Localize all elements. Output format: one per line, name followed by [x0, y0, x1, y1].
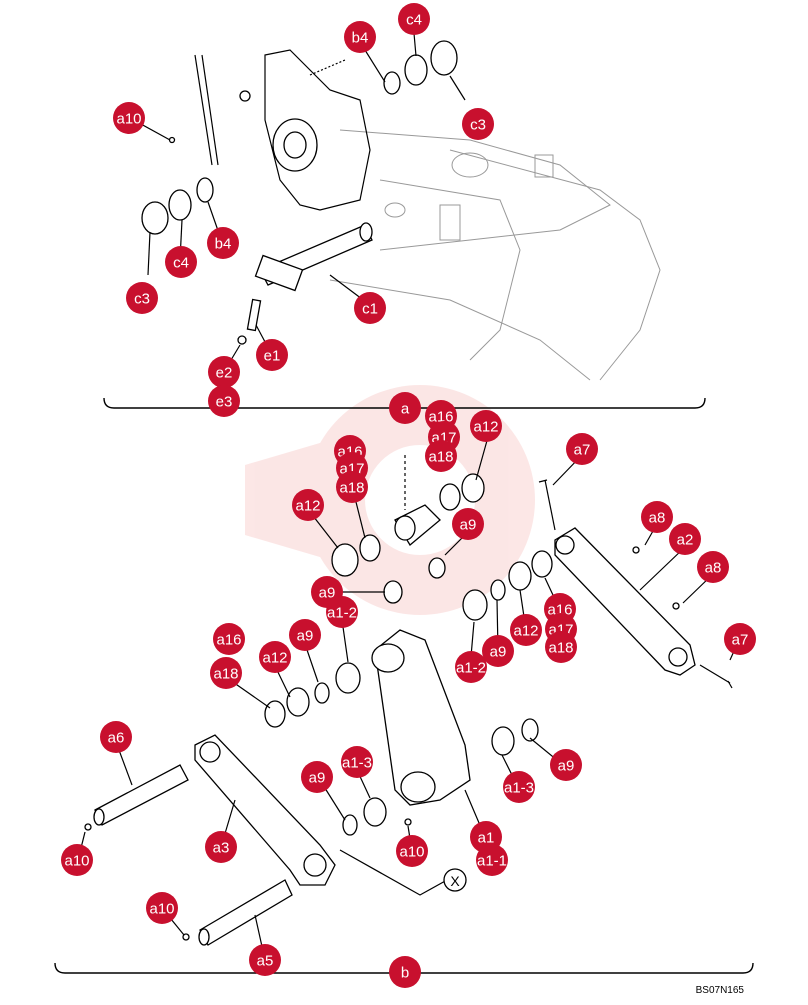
- callout-label: a1-1: [477, 853, 507, 870]
- callout-upper-b4: b4: [207, 227, 239, 259]
- callout-lower-a10: a10: [61, 844, 93, 876]
- callout-upper-c3: c3: [126, 282, 158, 314]
- callout-lower-a12: a12: [259, 641, 291, 673]
- callout-label: a9: [309, 770, 326, 787]
- callout-label: a1-2: [456, 660, 486, 677]
- callout-lower-a2: a2: [669, 523, 701, 555]
- callout-upper-c4: c4: [165, 246, 197, 278]
- callout-label: c3: [134, 291, 150, 308]
- callout-lower-a1-2: a1-2: [326, 596, 358, 628]
- callout-lower-a10: a10: [396, 835, 428, 867]
- callout-upper-e2: e2: [208, 356, 240, 388]
- callout-label: a18: [428, 449, 453, 466]
- callout-label: c3: [470, 117, 486, 134]
- callout-label: a1-3: [504, 780, 534, 797]
- callout-label: a12: [262, 650, 287, 667]
- callout-label: a10: [64, 853, 89, 870]
- callout-lower-a1-3: a1-3: [341, 746, 373, 778]
- callout-lower-a9: a9: [550, 749, 582, 781]
- callout-label: a10: [149, 901, 174, 918]
- callout-lower-a9: a9: [452, 508, 484, 540]
- callout-lower-a6: a6: [100, 721, 132, 753]
- callout-lower-a10: a10: [146, 892, 178, 924]
- callout-lower-a9: a9: [301, 761, 333, 793]
- callout-label: c4: [406, 12, 422, 29]
- callout-label: a9: [319, 585, 336, 602]
- callout-label: a2: [677, 532, 694, 549]
- callout-label: a10: [116, 111, 141, 128]
- lower-assembly-drawing: [77, 436, 740, 961]
- svg-text:X: X: [450, 873, 460, 889]
- callout-label: a9: [490, 644, 507, 661]
- callout-lower-a7: a7: [724, 623, 756, 655]
- svg-text:a: a: [401, 401, 410, 418]
- callout-lower-a1-1: a1-1: [476, 844, 508, 876]
- callout-label: a1-3: [342, 755, 372, 772]
- callout-label: a12: [473, 419, 498, 436]
- callout-upper-c4: c4: [398, 3, 430, 35]
- callout-label: e3: [216, 394, 233, 411]
- callout-layer: b4c4c3a10c4b4c3c1e1e2e3a16a17a12a7a16a17…: [61, 3, 756, 988]
- callout-lower-a5: a5: [249, 944, 281, 976]
- callout-label: b4: [352, 30, 369, 47]
- callout-label: c1: [362, 301, 378, 318]
- callout-label: a18: [548, 640, 573, 657]
- callout-lower-a16: a16: [213, 623, 245, 655]
- callout-lower-a18: a18: [545, 631, 577, 663]
- figure-code: BS07N165: [695, 985, 744, 996]
- section-label-b: b: [389, 956, 421, 988]
- callout-upper-c1: c1: [354, 292, 386, 324]
- callout-lower-a12: a12: [292, 489, 324, 521]
- callout-label: a8: [649, 510, 666, 527]
- callout-lower-a12: a12: [470, 410, 502, 442]
- callout-label: a18: [213, 666, 238, 683]
- svg-text:b: b: [401, 965, 409, 982]
- callout-label: a8: [705, 560, 722, 577]
- callout-lower-a18: a18: [210, 657, 242, 689]
- callout-upper-a10: a10: [113, 102, 145, 134]
- callout-label: e1: [264, 348, 281, 365]
- callout-lower-a18: a18: [336, 471, 368, 503]
- callout-label: a7: [574, 442, 591, 459]
- callout-label: a12: [513, 623, 538, 640]
- callout-lower-a1-2: a1-2: [455, 651, 487, 683]
- callout-label: a16: [216, 632, 241, 649]
- callout-label: b4: [215, 236, 232, 253]
- upper-assembly-drawing: [129, 21, 661, 381]
- callout-lower-a7: a7: [566, 433, 598, 465]
- callout-upper-e1: e1: [256, 339, 288, 371]
- detail-mark-x: X: [443, 868, 467, 892]
- callout-label: a1: [478, 830, 495, 847]
- callout-lower-a8: a8: [641, 501, 673, 533]
- callout-label: a7: [732, 632, 749, 649]
- callout-label: c4: [173, 255, 189, 272]
- callout-label: a1-2: [327, 605, 357, 622]
- callout-label: a12: [295, 498, 320, 515]
- callout-label: a16: [428, 409, 453, 426]
- callout-label: a6: [108, 730, 125, 747]
- callout-upper-b4: b4: [344, 21, 376, 53]
- callout-label: a9: [460, 517, 477, 534]
- callout-lower-a8: a8: [697, 551, 729, 583]
- section-label-a: a: [389, 392, 421, 424]
- callout-lower-a18: a18: [425, 440, 457, 472]
- callout-upper-e3: e3: [208, 385, 240, 417]
- callout-label: a3: [213, 840, 230, 857]
- callout-label: a18: [339, 480, 364, 497]
- callout-label: a9: [297, 628, 314, 645]
- callout-lower-a9: a9: [482, 635, 514, 667]
- callout-label: a10: [399, 844, 424, 861]
- callout-upper-c3: c3: [462, 108, 494, 140]
- callout-lower-a1-3: a1-3: [503, 771, 535, 803]
- callout-label: a5: [257, 953, 274, 970]
- callout-lower-a9: a9: [289, 619, 321, 651]
- callout-lower-a3: a3: [205, 831, 237, 863]
- callout-lower-a12: a12: [510, 614, 542, 646]
- callout-label: e2: [216, 365, 233, 382]
- callout-label: a9: [558, 758, 575, 775]
